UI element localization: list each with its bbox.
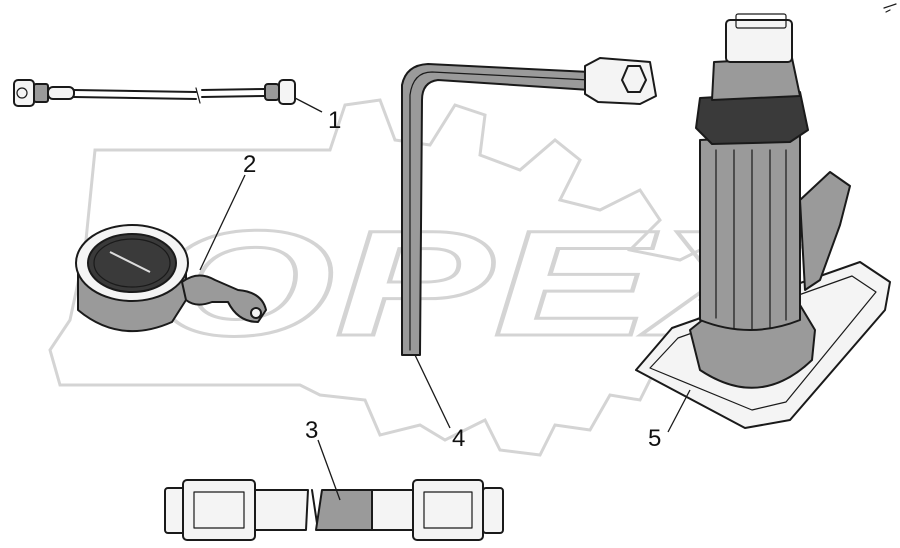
corner-mark (883, 3, 897, 13)
part-2-pressure-gauge (75, 174, 267, 333)
callout-2: 2 (243, 151, 256, 178)
part-1-hose (13, 79, 323, 113)
part-5-bottle-jack (635, 13, 891, 433)
callout-4: 4 (452, 425, 465, 452)
callout-1: 1 (328, 107, 341, 134)
callouts: 1 2 3 4 5 (243, 107, 661, 452)
callout-3: 3 (305, 417, 318, 444)
part-4-wheel-wrench (401, 57, 657, 429)
part-3-spanner (164, 439, 504, 541)
callout-5: 5 (648, 425, 661, 452)
